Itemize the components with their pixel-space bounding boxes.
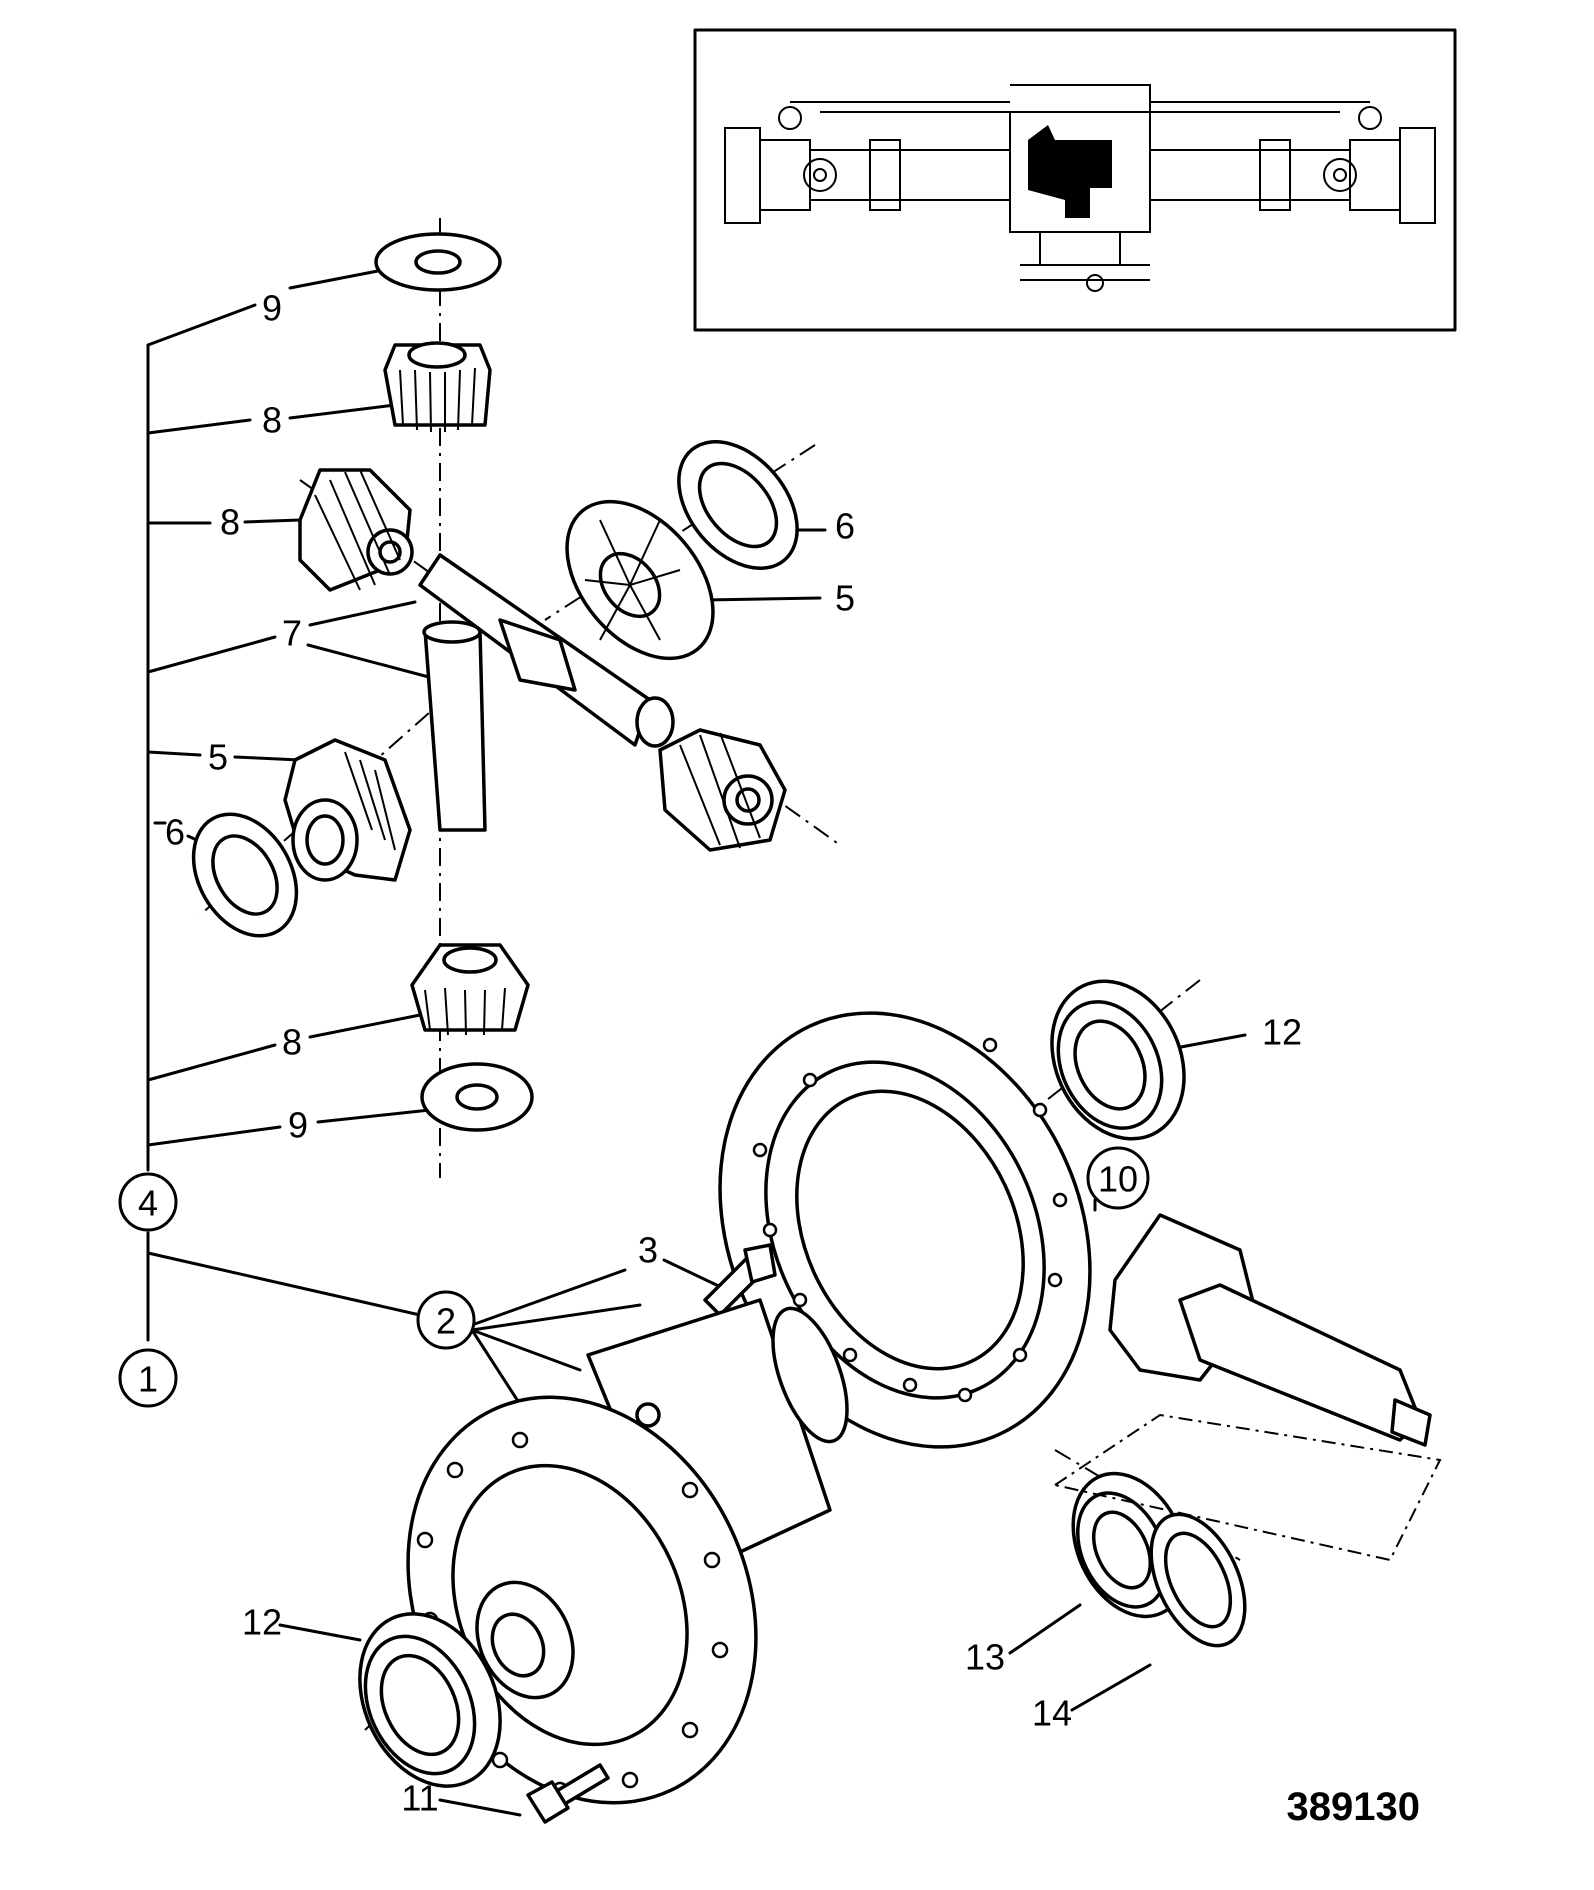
callout-11: 11 xyxy=(401,1778,438,1819)
callout-5-right: 5 xyxy=(835,578,855,619)
callout-12-left: 12 xyxy=(242,1602,282,1643)
svg-text:10: 10 xyxy=(1098,1159,1138,1200)
thrust-washer-9-bottom xyxy=(420,1062,534,1132)
bearing-12-left xyxy=(358,1612,502,1788)
callout-5-left: 5 xyxy=(208,737,228,778)
callout-9-top: 9 xyxy=(262,288,282,329)
callout-labels: 9 8 8 7 5 6 6 5 8 9 4 2 1 3 10 12 12 13 … xyxy=(118,288,1302,1819)
bearing-12-right xyxy=(1050,979,1186,1141)
pinion-gear-8-top xyxy=(383,341,492,433)
locator-inset xyxy=(693,28,1457,332)
callout-14: 14 xyxy=(1032,1693,1072,1734)
bolt-3 xyxy=(703,1243,777,1317)
svg-text:1: 1 xyxy=(138,1359,158,1400)
pinion-gear-8-left xyxy=(298,468,414,592)
thrust-washer-6-left xyxy=(191,812,299,938)
callout-7: 7 xyxy=(282,613,302,654)
callout-6-right: 6 xyxy=(835,506,855,547)
shim-14 xyxy=(1149,1512,1247,1648)
svg-text:2: 2 xyxy=(436,1301,456,1342)
callout-4-circled: 4 xyxy=(118,1172,178,1232)
callout-8-left: 8 xyxy=(220,502,240,543)
callout-13: 13 xyxy=(965,1637,1005,1678)
pinion-gear-8-bottom xyxy=(410,943,530,1036)
side-gear-5-right xyxy=(565,499,715,661)
side-gear-5-left xyxy=(283,738,412,882)
callout-1-circled: 1 xyxy=(118,1348,178,1408)
pinion-gear-8-right xyxy=(658,728,787,852)
callout-12-right: 12 xyxy=(1262,1012,1302,1053)
callout-2-circled: 2 xyxy=(416,1290,476,1350)
thrust-washer-9-top xyxy=(374,232,502,292)
drawing-number: 389130 xyxy=(1287,1785,1420,1829)
callout-9-lower: 9 xyxy=(288,1105,308,1146)
callout-8-lower: 8 xyxy=(282,1022,302,1063)
bolt-11 xyxy=(526,1763,610,1824)
callout-10-circled: 10 xyxy=(1086,1146,1150,1210)
callout-6-left: 6 xyxy=(165,812,185,853)
dashed-group-box-13-14 xyxy=(1052,1413,1442,1562)
callout-leaders xyxy=(146,268,1247,1817)
thrust-washer-6-right xyxy=(677,440,799,570)
callout-8-upper: 8 xyxy=(262,400,282,441)
cross-shaft-7 xyxy=(418,553,675,832)
svg-text:4: 4 xyxy=(138,1183,158,1224)
callout-3: 3 xyxy=(638,1230,658,1271)
drive-pinion xyxy=(1108,1213,1432,1447)
